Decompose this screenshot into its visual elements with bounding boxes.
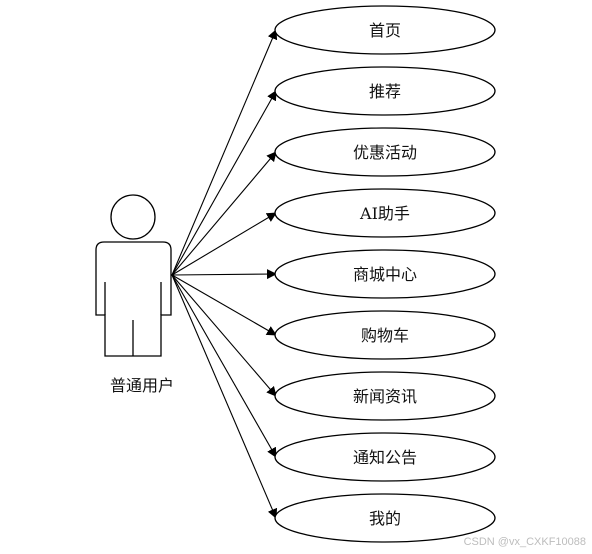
use-case-label: 商城中心 [353, 265, 417, 284]
use-case-ellipse [274, 127, 496, 177]
use-case-3: 优惠活动 [274, 127, 496, 177]
use-case-1: 首页 [274, 5, 496, 55]
association-arrow [171, 29, 278, 276]
association-arrow [171, 274, 277, 397]
watermark: CSDN @vx_CXKF10088 [463, 536, 586, 548]
use-case-5: 商城中心 [274, 249, 496, 299]
use-case-2: 推荐 [274, 66, 496, 116]
use-case-ellipse [274, 66, 496, 116]
actor-label: 普通用户 [110, 376, 174, 395]
use-case-ellipse [274, 371, 496, 421]
use-case-label: AI助手 [359, 204, 410, 223]
association-arrow [171, 151, 277, 276]
use-case-7: 新闻资讯 [274, 371, 496, 421]
use-case-9: 我的 [274, 493, 496, 543]
association-arrow [171, 90, 277, 276]
use-case-ellipse [274, 249, 496, 299]
association-arrow [171, 274, 277, 458]
use-case-label: 新闻资讯 [353, 387, 417, 406]
association-lines [171, 29, 278, 519]
use-case-ellipse [274, 5, 496, 55]
use-case-label: 购物车 [361, 326, 409, 345]
actor-body [95, 241, 172, 357]
use-case-ellipse [274, 432, 496, 482]
association-arrow [171, 274, 278, 519]
use-case-4: AI助手 [274, 188, 496, 238]
use-case-label: 优惠活动 [353, 143, 417, 162]
use-case-ellipse [274, 310, 496, 360]
use-case-ellipse [274, 188, 496, 238]
use-case-8: 通知公告 [274, 432, 496, 482]
association-arrow [171, 212, 277, 276]
association-arrow [171, 274, 277, 336]
use-case-label: 我的 [369, 509, 401, 528]
use-case-label: 首页 [369, 21, 401, 40]
use-case-label: 推荐 [369, 82, 401, 101]
use-case-label: 通知公告 [353, 448, 417, 467]
association-arrow [171, 269, 277, 280]
actor-head [110, 194, 156, 240]
use-case-ellipse [274, 493, 496, 543]
use-case-6: 购物车 [274, 310, 496, 360]
actor-figure [95, 194, 172, 357]
